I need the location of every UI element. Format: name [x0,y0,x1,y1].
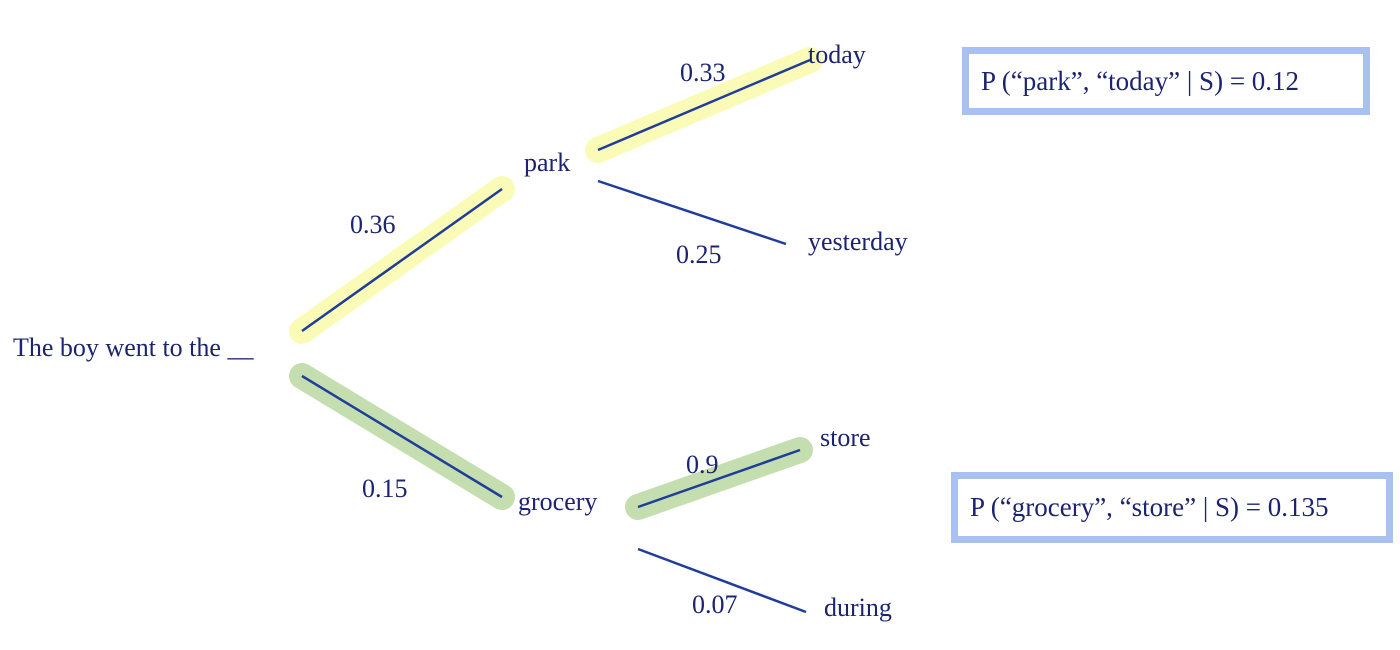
edge-grocery-store [637,448,801,509]
node-park: park [524,148,570,177]
edge-root-grocery [301,374,503,499]
edge-root-park [301,187,503,333]
node-during: during [824,593,892,622]
node-today: today [808,40,866,69]
root-sentence: The boy went to the __ [13,333,254,362]
prob-during: 0.07 [692,590,738,619]
node-yesterday: yesterday [808,227,908,256]
edge-grocery-during [637,547,807,614]
node-grocery: grocery [518,487,597,516]
joint-probability-park-today: P (“park”, “today” | S) = 0.12 [962,47,1370,115]
prob-yesterday: 0.25 [676,240,722,269]
prob-grocery: 0.15 [362,474,408,503]
edge-park-today [597,58,811,152]
edge-park-yesterday [597,179,787,246]
prob-today: 0.33 [680,58,726,87]
prob-store: 0.9 [686,450,719,479]
node-store: store [820,423,871,452]
prob-park: 0.36 [350,210,396,239]
joint-probability-grocery-store: P (“grocery”, “store” | S) = 0.135 [951,472,1393,543]
